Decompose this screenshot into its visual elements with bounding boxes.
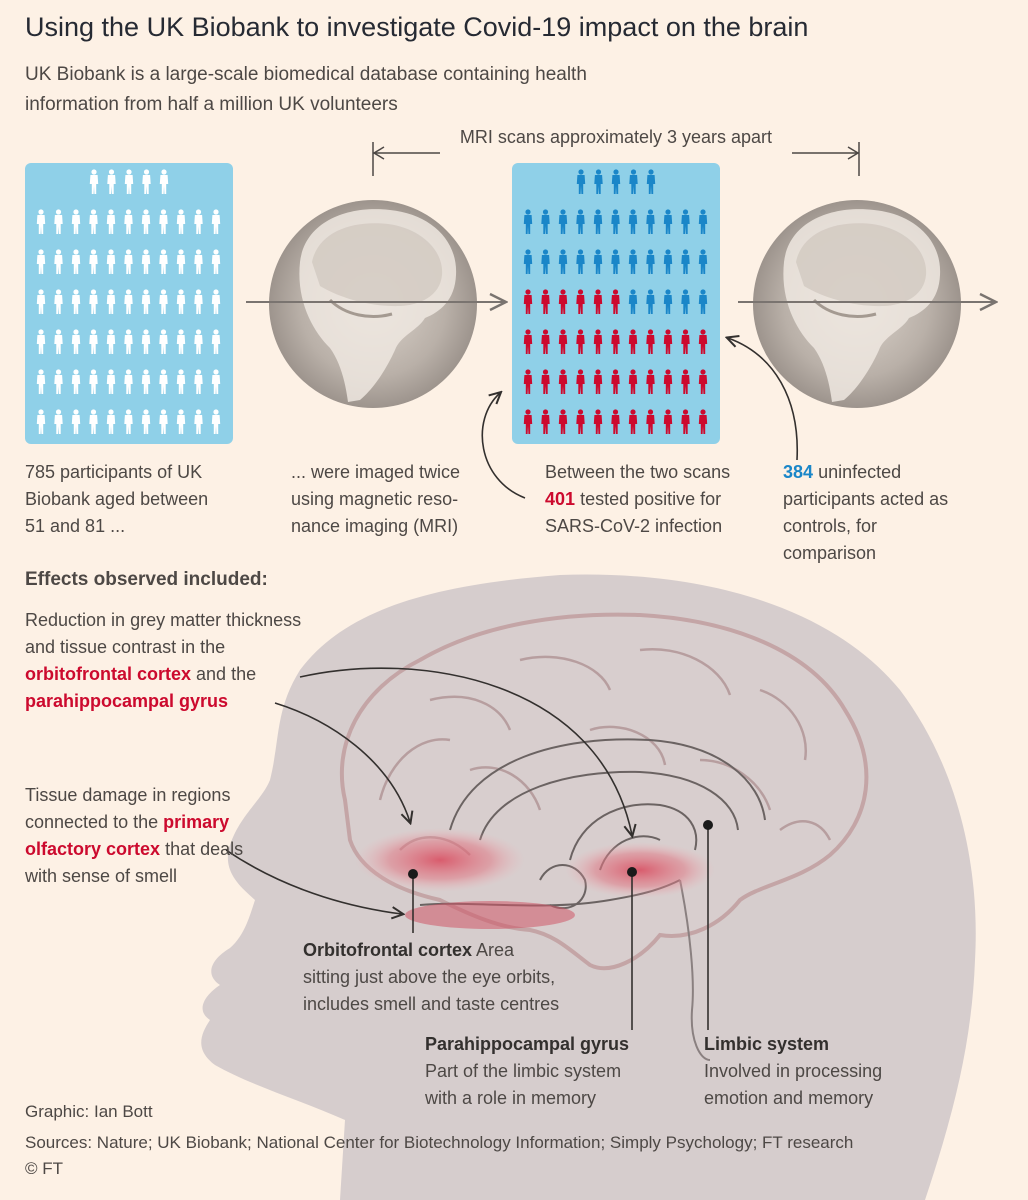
effect1-region2: parahippocampal gyrus	[25, 691, 229, 711]
controls-caption: 384 uninfected participants acted as con…	[783, 459, 958, 567]
phg-label: Parahippocampal gyrus Part of the limbic…	[425, 1031, 655, 1112]
effect-tissue-damage: Tissue damage in regions connected to th…	[25, 782, 275, 890]
page-subtitle: UK Biobank is a large-scale biomedical d…	[25, 64, 587, 115]
brain	[339, 612, 869, 1061]
ofc-label: Orbitofrontal cortex Area sitting just a…	[303, 937, 563, 1018]
mri-scan-2	[753, 200, 961, 408]
interval-label: MRI scans approximately 3 years apart	[459, 127, 773, 147]
interval-bracket	[372, 138, 860, 176]
controls-suffix: uninfected participants acted as control…	[783, 462, 949, 563]
ofc-dot	[408, 869, 418, 879]
arrow-to-olfactory	[225, 849, 402, 914]
arrow-to-phg	[299, 667, 632, 835]
effects-heading: Effects observed included:	[25, 569, 268, 590]
sources-line: Sources: Nature; UK Biobank; National Ce…	[25, 1133, 854, 1152]
copyright: © FT	[25, 1159, 64, 1178]
mri-scan-1	[269, 200, 477, 408]
infected-prefix: Between the two scans	[545, 462, 731, 482]
participants-caption: 785 participants of UK Biobank aged betw…	[25, 462, 209, 536]
phg-desc: Part of the limbic system with a role in…	[425, 1061, 622, 1108]
effect2-suffix: that deals with sense of smell	[25, 839, 244, 886]
phg-title: Parahippocampal gyrus	[425, 1034, 630, 1054]
effect1-region1: orbitofrontal cortex	[25, 664, 192, 684]
controls-arrow	[728, 338, 798, 461]
effect2-prefix: Tissue damage in regions connected to th…	[25, 785, 231, 832]
infected-count: 401	[545, 489, 576, 509]
infected-arrow	[481, 393, 526, 499]
effect1-mid: and the	[196, 664, 257, 684]
ofc-title: Orbitofrontal cortex	[303, 940, 473, 960]
ofc-desc: Area sitting just above the eye orbits, …	[303, 940, 560, 1014]
limbic-desc: Involved in processing emotion and memor…	[704, 1061, 883, 1108]
arrow-to-ofc	[274, 702, 410, 822]
limbic-dot	[703, 820, 713, 830]
limbic-label: Limbic system Involved in processing emo…	[704, 1031, 914, 1112]
controls-count: 384	[783, 462, 814, 482]
limbic-title: Limbic system	[704, 1034, 830, 1054]
infected-caption: Between the two scans 401 tested positiv…	[545, 459, 755, 540]
imaging-caption: ... were imaged twice using magnetic res…	[291, 462, 461, 536]
phg-dot	[627, 867, 637, 877]
effect-grey-matter: Reduction in grey matter thickness and t…	[25, 607, 305, 715]
effect2-region: primary olfactory cortex	[25, 812, 230, 859]
page-title: Using the UK Biobank to investigate Covi…	[25, 12, 809, 42]
infected-suffix: tested positive for SARS-CoV-2 infection	[545, 489, 723, 536]
graphic-credit: Graphic: Ian Bott	[25, 1102, 153, 1121]
effect1-prefix: Reduction in grey matter thickness and t…	[25, 610, 302, 657]
